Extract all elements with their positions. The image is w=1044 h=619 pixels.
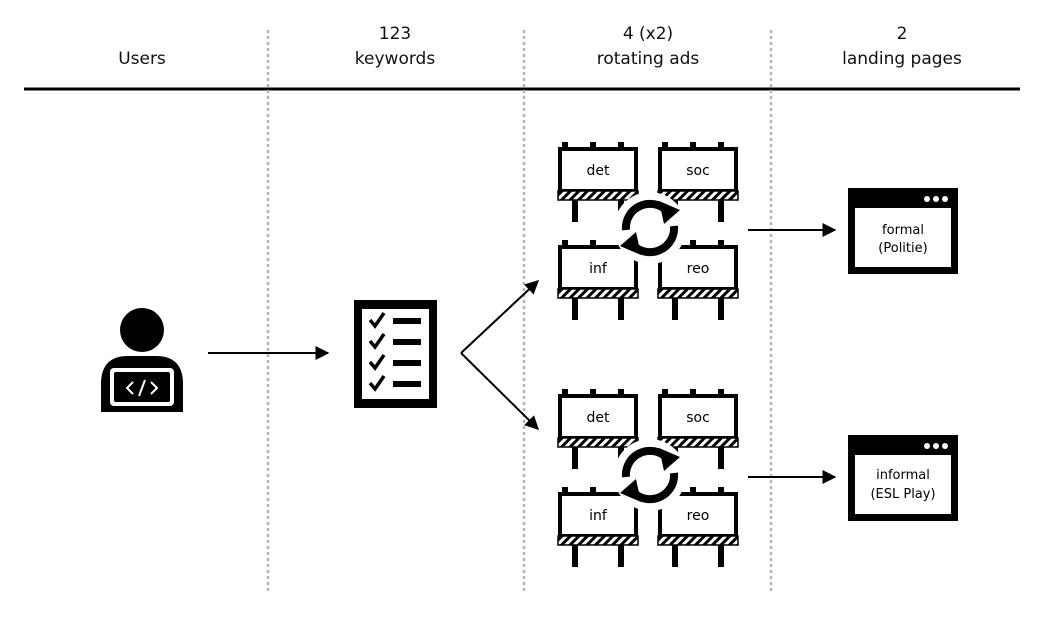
billboard: reo [657, 487, 739, 567]
landing-page-window: informal (ESL Play) [848, 435, 958, 521]
ad-group: det soc inf reo [557, 389, 739, 567]
column-header-title: Users [118, 49, 166, 69]
billboard: reo [657, 240, 739, 320]
landing-page-sublabel: (Politie) [878, 241, 927, 256]
ad-label: reo [687, 508, 710, 524]
column-header-users: Users [42, 22, 242, 72]
landing-page-label: formal [882, 223, 924, 238]
ad-label: det [587, 410, 611, 426]
billboard: det [557, 142, 639, 222]
billboard: inf [557, 240, 639, 320]
landing-page-window: formal (Politie) [848, 188, 958, 274]
flow-arrow [460, 352, 539, 430]
flow-arrow [460, 280, 540, 354]
ad-group: det soc inf reo [557, 142, 739, 320]
column-header-title: keywords [354, 49, 436, 69]
column-header-title: rotating ads [596, 49, 700, 69]
ad-label: soc [686, 163, 710, 179]
ad-label: soc [686, 410, 710, 426]
checklist-icon [354, 300, 437, 408]
landing-page-sublabel: (ESL Play) [870, 487, 935, 502]
column-header-ads: 4 (x2) rotating ads [548, 22, 748, 72]
ad-label: inf [589, 508, 608, 524]
column-header-keywords: 123 keywords [295, 22, 495, 72]
column-header-count: 123 [378, 24, 412, 44]
user-at-laptop-code-icon [101, 308, 183, 412]
column-header-count: 2 [896, 24, 908, 44]
rotate-arrows-icon [614, 192, 686, 264]
ad-label: det [587, 163, 611, 179]
rotate-arrows-icon [614, 439, 686, 511]
ad-label: reo [687, 261, 710, 277]
ad-label: inf [589, 261, 608, 277]
column-header-count: 4 (x2) [622, 24, 674, 44]
column-header-title: landing pages [842, 49, 962, 69]
column-header-landing-pages: 2 landing pages [802, 22, 1002, 72]
landing-page-label: informal [876, 468, 930, 483]
